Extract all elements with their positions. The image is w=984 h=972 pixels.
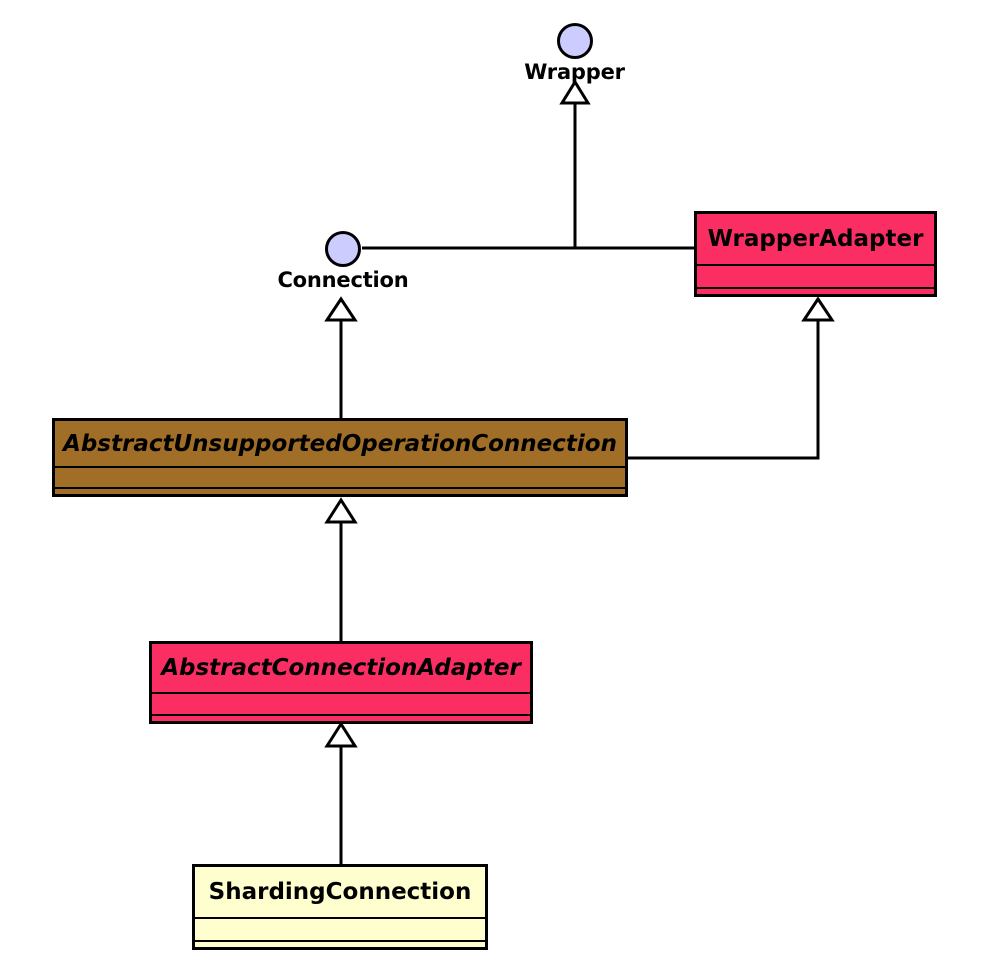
interface-circle-icon — [325, 231, 361, 267]
node-wrapper-adapter-title: WrapperAdapter — [707, 226, 924, 252]
methods-compartment — [152, 716, 530, 722]
hollow-triangle-arrowhead — [559, 79, 591, 105]
node-abstract-connection-adapter-title: AbstractConnectionAdapter — [161, 655, 521, 681]
hollow-triangle-arrowhead — [324, 497, 358, 524]
methods-compartment — [195, 942, 485, 948]
node-abstract-connection-adapter[interactable]: AbstractConnectionAdapter — [149, 641, 533, 724]
edge-acadapter-extends-aupconn — [324, 497, 358, 641]
compartment-divider — [195, 917, 485, 919]
hollow-triangle-arrowhead — [801, 296, 835, 322]
node-abstract-unsupported-operation-connection-title: AbstractUnsupportedOperationConnection — [63, 430, 617, 457]
compartment-divider — [195, 939, 485, 942]
edge-aupconn-extends-wrapperadapter — [628, 296, 835, 460]
node-connection-label: Connection — [277, 268, 409, 292]
edge-aupconn-extends-connection — [324, 296, 358, 418]
attributes-compartment — [697, 266, 934, 287]
node-sharding-connection[interactable]: ShardingConnection — [192, 864, 488, 950]
compartment-divider — [152, 713, 530, 716]
hollow-triangle-arrowhead — [324, 296, 358, 322]
interface-circle-icon — [556, 23, 593, 59]
compartment-divider — [152, 692, 530, 694]
compartment-divider — [697, 286, 934, 289]
attributes-compartment — [195, 919, 485, 940]
methods-compartment — [55, 489, 625, 495]
node-wrapper[interactable]: Wrapper — [508, 23, 641, 84]
compartment-divider — [697, 264, 934, 266]
node-wrapper-adapter[interactable]: WrapperAdapter — [694, 211, 937, 297]
edge-wrapperadapter-implements-wrapper — [559, 79, 591, 248]
node-connection[interactable]: Connection — [255, 231, 431, 292]
hollow-triangle-arrowhead — [324, 721, 358, 748]
node-abstract-unsupported-operation-connection[interactable]: AbstractUnsupportedOperationConnection — [52, 418, 628, 497]
node-sharding-connection-title: ShardingConnection — [208, 879, 472, 905]
edge-shardingconnection-extends-acadapter — [324, 721, 358, 864]
attributes-compartment — [152, 694, 530, 714]
attributes-compartment — [55, 468, 625, 487]
compartment-divider — [55, 466, 625, 468]
compartment-divider — [55, 486, 625, 489]
methods-compartment — [697, 289, 934, 295]
node-wrapper-label: Wrapper — [524, 60, 625, 84]
